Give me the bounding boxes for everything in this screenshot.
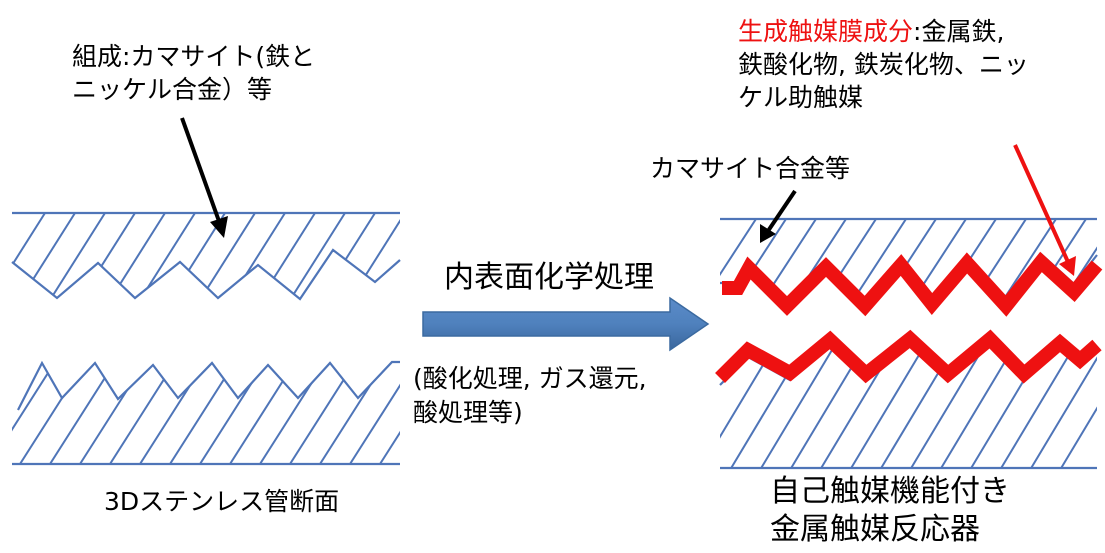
left-bottom-zigzag-surface: [17, 360, 400, 411]
catalyst-components-line-3: ケル助触媒: [738, 83, 864, 112]
alloy-label: カマサイト合金等: [650, 154, 851, 183]
right-caption-line-2: 金属触媒反応器: [770, 512, 980, 547]
catalyst-components-list: :金属鉄,: [913, 17, 1005, 46]
composition-pointer-arrow: [180, 117, 228, 238]
process-title: 内表面化学処理: [444, 260, 654, 295]
catalyst-components-heading: 生成触媒膜成分: [738, 17, 914, 46]
process-details-line-1: (酸化処理, ガス還元,: [413, 364, 647, 393]
right-bottom-catalyst-film: [715, 329, 1102, 384]
process-details-line-2: 酸処理等): [413, 398, 523, 427]
catalyst-pointer-arrow: [1013, 144, 1076, 276]
composition-label-line-2: ニッケル合金）等: [72, 75, 273, 104]
catalyst-components-line-1: 生成触媒膜成分:金属鉄,: [738, 15, 1004, 48]
left-top-zigzag-surface: [11, 248, 401, 301]
right-bottom-layer: [715, 329, 1102, 470]
right-caption-line-1: 自己触媒機能付き: [770, 474, 1010, 509]
composition-label-line-1: 組成:カマサイト(鉄と: [72, 42, 316, 71]
right-top-layer: [720, 217, 1103, 317]
right-top-catalyst-film: [722, 251, 1103, 317]
left-bottom-layer: [12, 360, 400, 466]
alloy-pointer-arrow: [760, 189, 797, 243]
process-arrow: [422, 296, 710, 352]
left-caption: 3Dステンレス管断面: [104, 487, 340, 516]
catalyst-components-line-2: 鉄酸化物, 鉄炭化物、ニッ: [738, 50, 1029, 79]
